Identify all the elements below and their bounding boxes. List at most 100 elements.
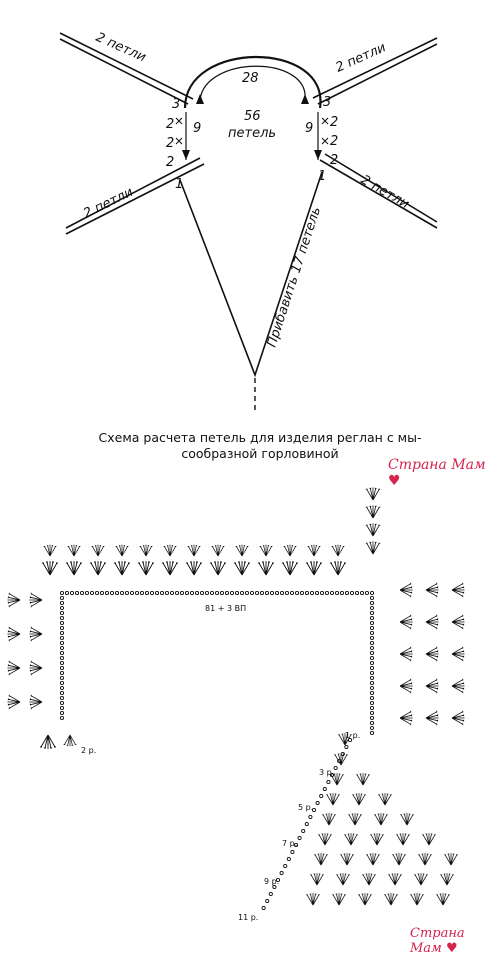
cross-marks <box>175 117 329 145</box>
chain-stitch <box>319 590 325 596</box>
chain-stitch <box>259 590 265 596</box>
stitch-group <box>352 793 366 806</box>
chain-stitch <box>239 590 245 596</box>
chain-stitch <box>359 590 365 596</box>
svg-text:2: 2 <box>166 155 174 170</box>
stitch-group <box>283 544 297 557</box>
stitch-group <box>234 561 250 576</box>
chain-stitch <box>369 710 375 716</box>
stitch-group <box>358 893 372 906</box>
chain-stitch <box>369 635 375 641</box>
chain-stitch <box>199 590 205 596</box>
side-count-right: 9 <box>305 121 313 136</box>
chain-stitch <box>179 590 185 596</box>
chain-stitch <box>369 695 375 701</box>
stitch-group <box>399 614 413 630</box>
chain-stitch <box>369 730 375 736</box>
heart-icon: ♥ <box>445 941 458 956</box>
stitch-group <box>115 544 129 557</box>
chain-stitch <box>79 590 85 596</box>
stitch-group <box>326 793 340 806</box>
row-label: 5 р. <box>298 803 313 812</box>
chain-stitch <box>329 772 335 778</box>
svg-text:1: 1 <box>175 177 183 192</box>
stitch-group <box>163 544 177 557</box>
chain-stitch <box>369 720 375 726</box>
chain-stitch <box>369 610 375 616</box>
stitch-group <box>422 833 436 846</box>
chain-stitch <box>59 640 65 646</box>
stitch-group <box>186 561 202 576</box>
center-unit: петель <box>228 126 276 141</box>
chain-stitch <box>59 700 65 706</box>
stitch-group <box>425 646 439 662</box>
chain-stitch <box>369 595 375 601</box>
row-label: 7 р. <box>282 839 297 848</box>
chain-stitch <box>308 814 313 820</box>
stitch-group <box>66 561 82 576</box>
chain-stitch <box>369 625 375 631</box>
chain-stitch <box>244 590 250 596</box>
chain-stitch <box>344 744 349 750</box>
chain-stitch <box>334 590 340 596</box>
side-count-left: 9 <box>193 121 201 136</box>
chain-stitch <box>369 655 375 661</box>
stitch-group <box>365 523 381 537</box>
chain-stitch <box>204 590 210 596</box>
stitch-group <box>282 561 298 576</box>
chain-stitch <box>322 786 327 792</box>
diagram-caption: Схема расчета петель для изделия реглан … <box>40 430 480 462</box>
chain-stitch <box>304 590 310 596</box>
chain-stitch <box>369 715 375 721</box>
right-lower-band <box>319 153 438 229</box>
chain-stitch <box>369 600 375 606</box>
stitch-group <box>451 678 465 694</box>
stitch-group <box>7 626 21 642</box>
right-upper-band <box>312 37 438 105</box>
svg-text:2: 2 <box>330 134 338 149</box>
chain-stitch <box>369 675 375 681</box>
stitch-group <box>307 544 321 557</box>
chain-stitch <box>304 821 309 827</box>
chain-stitch <box>144 590 150 596</box>
arrow-head <box>314 150 322 160</box>
stitch-group <box>399 582 413 598</box>
stitch-group <box>63 734 77 747</box>
row-label: 3 р. <box>319 768 334 777</box>
stitch-group <box>322 813 336 826</box>
stitch-group <box>29 592 43 608</box>
chain-stitch <box>283 863 288 869</box>
svg-text:1: 1 <box>318 169 326 184</box>
stitch-group <box>330 561 346 576</box>
chain-stitch <box>59 610 65 616</box>
arrow-head <box>182 150 190 160</box>
stitch-group <box>444 853 458 866</box>
chain-stitch <box>349 590 355 596</box>
chain-stitch <box>59 675 65 681</box>
chain-stitch <box>369 615 375 621</box>
chain-stitch <box>369 680 375 686</box>
chain-stitch <box>293 842 299 848</box>
stitch-group <box>306 893 320 906</box>
stitch-group <box>42 561 58 576</box>
chain-stitch <box>249 590 255 596</box>
chain-stitch <box>99 590 105 596</box>
stitch-group <box>370 833 384 846</box>
stitch-group <box>67 544 81 557</box>
chain-stitch <box>59 660 65 666</box>
stitch-group <box>344 833 358 846</box>
chain-stitch <box>274 590 280 596</box>
chain-stitch <box>311 807 317 813</box>
stitch-group <box>314 853 328 866</box>
stitch-group <box>400 813 414 826</box>
stitch-group <box>187 544 201 557</box>
chain-stitch <box>314 590 320 596</box>
chain-stitch <box>297 835 302 841</box>
stitch-group <box>259 544 273 557</box>
chain-stitch <box>337 758 342 764</box>
chain-stitch <box>369 725 375 731</box>
stitch-group <box>451 710 465 726</box>
chain-stitch <box>309 590 315 596</box>
chain-stitch <box>284 590 290 596</box>
stitch-group <box>340 853 354 866</box>
